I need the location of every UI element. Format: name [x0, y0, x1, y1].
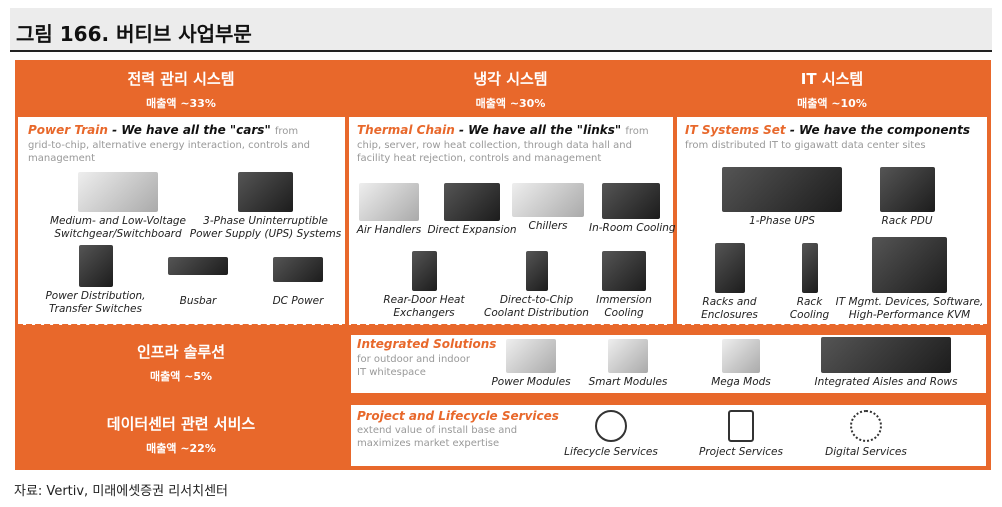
segment-name: IT 시스템	[800, 70, 864, 88]
product-item: 1-Phase UPS	[707, 167, 857, 228]
segment-name: 인프라 솔루션	[136, 343, 226, 361]
product-item: Lifecycle Services	[556, 410, 666, 459]
product-item: Project Services	[691, 410, 791, 459]
figure-title-bar: 그림 166. 버티브 사업부문	[10, 8, 992, 52]
product-item: Integrated Aisles and Rows	[811, 337, 961, 389]
segment-share: 매출액 ~5%	[149, 370, 213, 383]
segment-name: 냉각 시스템	[473, 70, 548, 88]
services-panel: Project and Lifecycle Services extend va…	[349, 403, 988, 468]
panel-heading: Project and Lifecycle Services	[357, 409, 559, 423]
panel-heading: IT Systems Set - We have the components	[685, 123, 970, 137]
thermal-chain-panel: Thermal Chain - We have all the "links" …	[348, 116, 676, 326]
it-systems-panel: IT Systems Set - We have the components …	[676, 116, 988, 326]
product-item: Rear-Door Heat Exchangers	[374, 251, 474, 320]
figure-title: 그림 166. 버티브 사업부문	[16, 22, 252, 46]
product-item: Immersion Cooling	[589, 251, 659, 320]
panel-heading: Power Train - We have all the "cars" fro…	[28, 123, 299, 137]
panel-description: for outdoor and indoor IT whitespace	[357, 354, 470, 378]
panel-description: from distributed IT to gigawatt data cen…	[685, 140, 926, 151]
product-item: Direct Expansion	[427, 183, 517, 237]
product-item: Racks and Enclosures	[687, 243, 772, 322]
product-item: Air Handlers	[354, 183, 424, 237]
product-item: Chillers	[507, 183, 589, 233]
segment-share: 매출액 ~30%	[475, 97, 546, 110]
product-item: Rack PDU	[867, 167, 947, 228]
product-item: IT Mgmt. Devices, Software, High-Perform…	[832, 237, 987, 322]
product-item: Digital Services	[816, 410, 916, 459]
product-item: Direct-to-Chip Coolant Distribution	[479, 251, 594, 320]
panel-description: extend value of install base and maximiz…	[357, 425, 518, 449]
panel-description: chip, server, row heat collection, throu…	[357, 140, 632, 164]
product-item: Smart Modules	[583, 339, 673, 389]
product-item: DC Power	[258, 257, 338, 308]
power-train-panel: Power Train - We have all the "cars" fro…	[17, 116, 346, 326]
product-item: 3-Phase Uninterruptible Power Supply (UP…	[188, 172, 343, 241]
segment-name: 데이터센터 관련 서비스	[106, 415, 256, 433]
digital-network-icon	[850, 410, 882, 442]
product-item: Medium- and Low-Voltage Switchgear/Switc…	[48, 172, 188, 241]
clipboard-icon	[728, 410, 754, 442]
integrated-solutions-panel: Integrated Solutions for outdoor and ind…	[349, 333, 988, 395]
product-item: Power Modules	[486, 339, 576, 389]
product-item: Power Distribution, Transfer Switches	[38, 245, 153, 316]
product-item: Busbar	[158, 257, 238, 308]
dashed-divider	[17, 324, 989, 327]
segment-share: 매출액 ~22%	[146, 442, 216, 455]
panel-heading: Integrated Solutions	[357, 337, 497, 351]
lifecycle-icon	[595, 410, 627, 442]
segment-name: 전력 관리 시스템	[127, 70, 235, 88]
source-note: 자료: Vertiv, 미래에셋증권 리서치센터	[14, 484, 229, 499]
product-item: Rack Cooling	[787, 243, 832, 322]
panel-heading: Thermal Chain - We have all the "links" …	[357, 123, 649, 137]
panel-description: grid-to-chip, alternative energy interac…	[28, 140, 311, 164]
segment-share: 매출액 ~33%	[146, 97, 216, 110]
product-item: In-Room Cooling	[589, 183, 676, 235]
product-item: Mega Mods	[701, 339, 781, 389]
segment-share: 매출액 ~10%	[797, 97, 867, 110]
